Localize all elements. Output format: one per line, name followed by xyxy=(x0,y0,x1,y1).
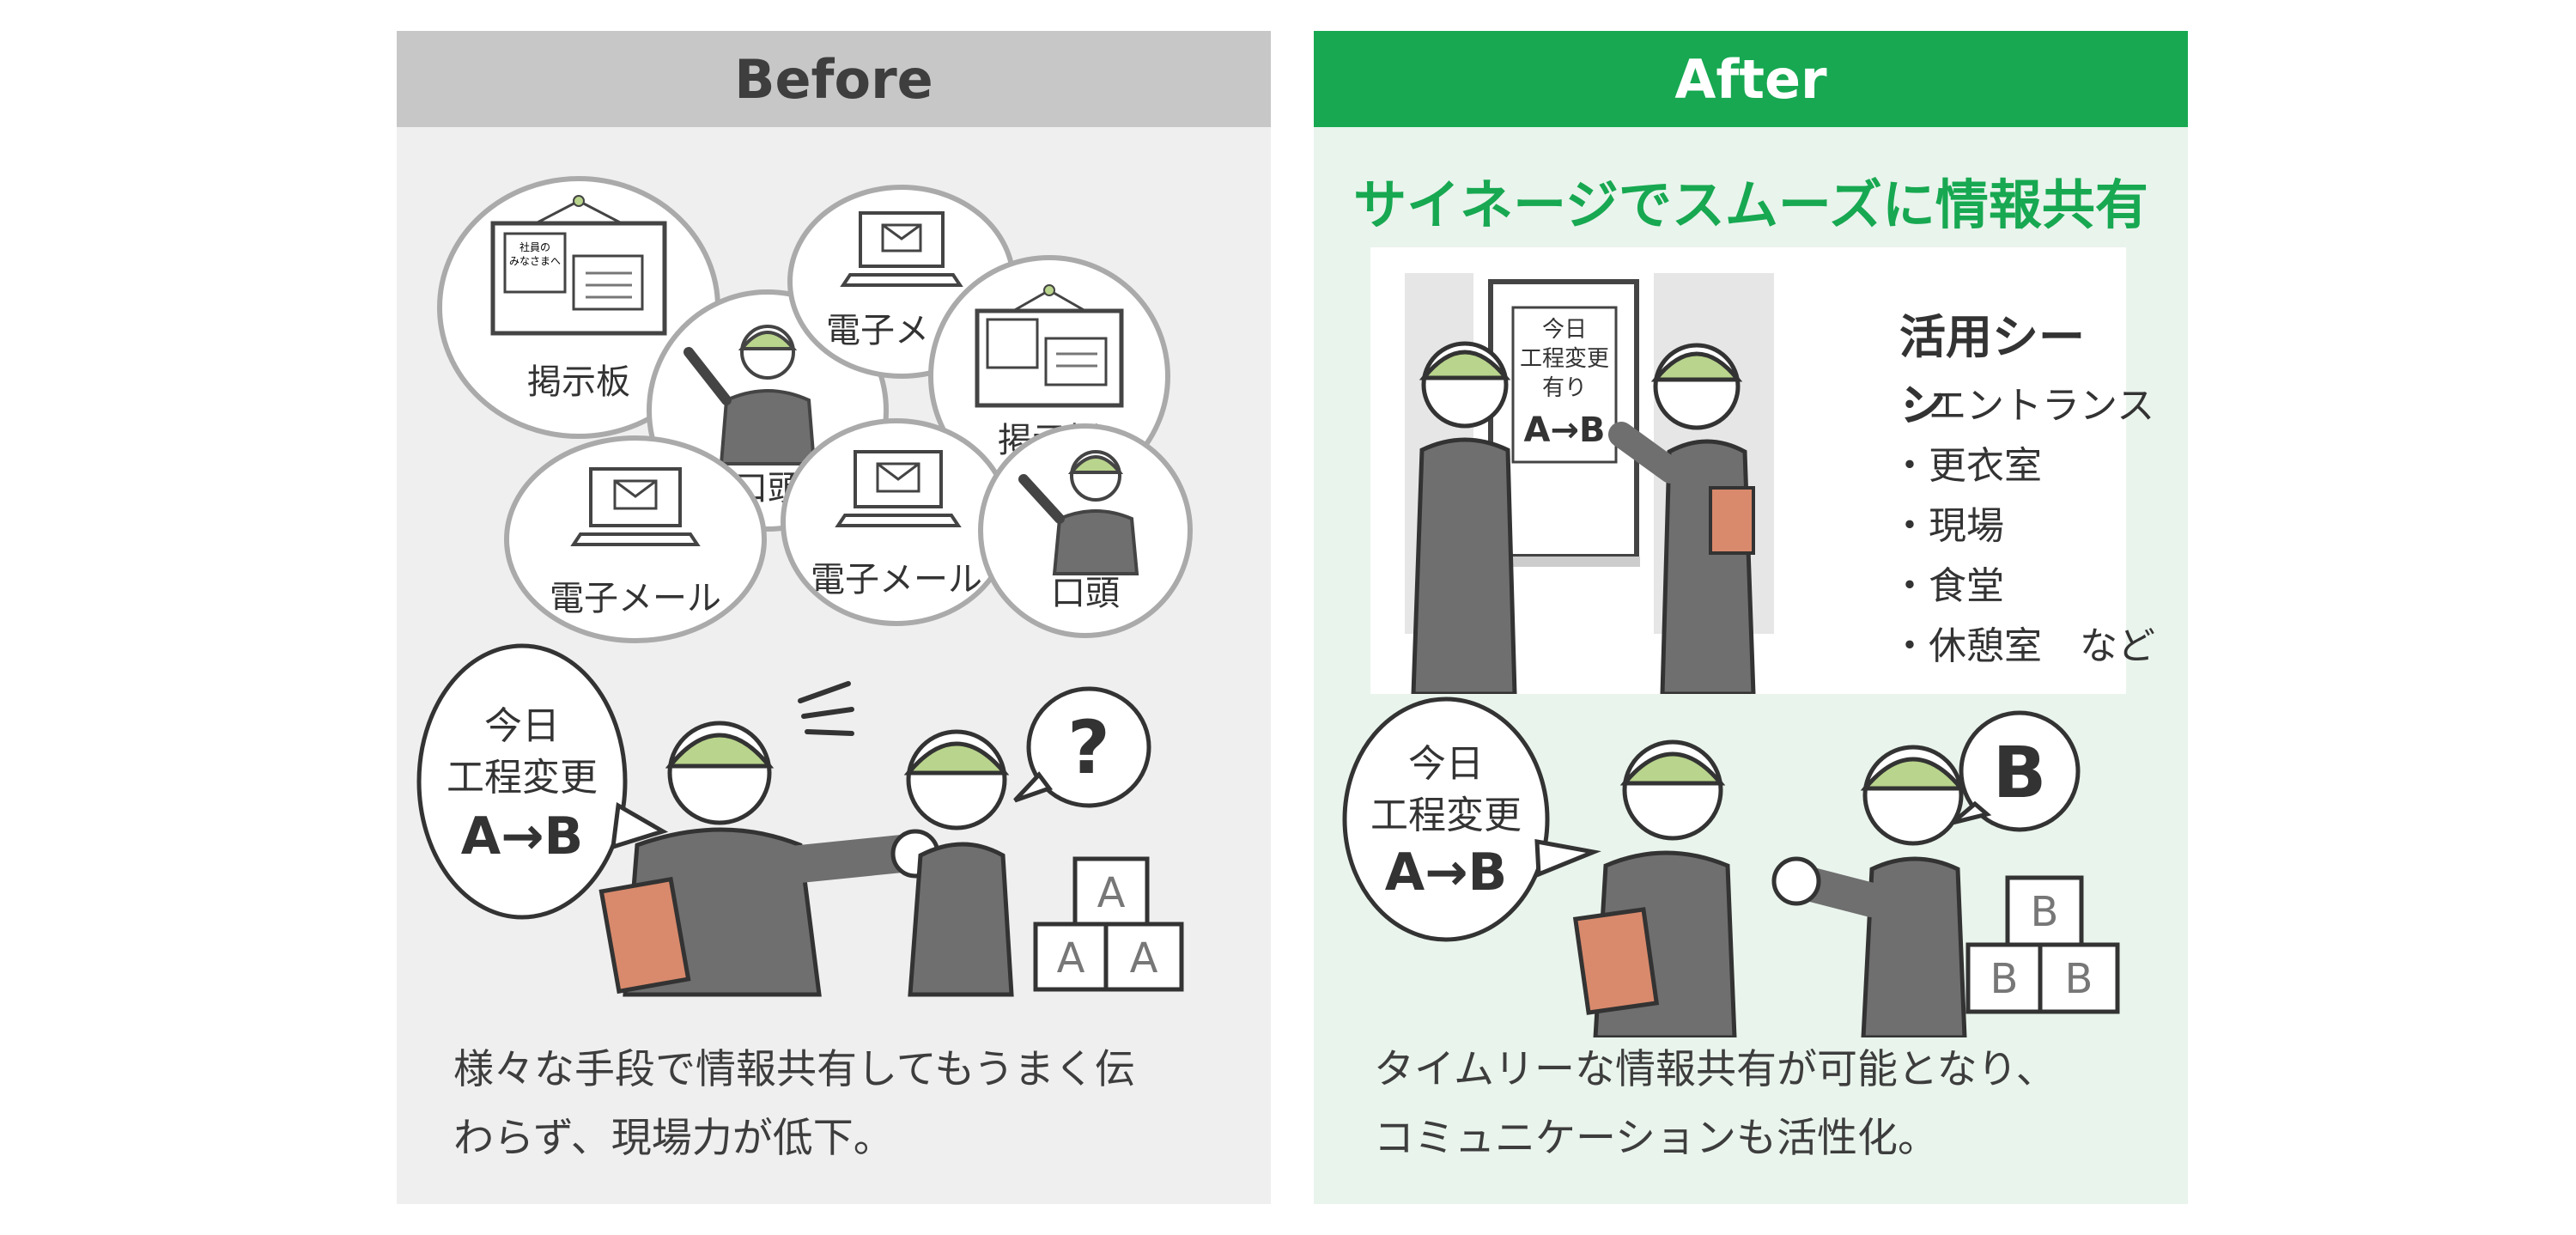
signage-scene: 今日 工程変更 有り A→B 活用シーン ・エントランス ・更衣室 xyxy=(1370,247,2155,694)
laptop-mail-icon xyxy=(570,467,701,546)
usage-title: 活用シーン xyxy=(1899,310,2085,432)
after-caption-line-2: コミュニケーションも活性化。 xyxy=(1374,1115,1939,1162)
bubble-board-1: 社員の みなさまへ 掲示板 xyxy=(437,176,720,439)
label-board-1: 掲示板 xyxy=(527,362,630,402)
usage-item: ・現場 xyxy=(1891,504,2004,548)
before-caption-line-1: 様々な手段で情報共有してもうまく伝 xyxy=(453,1046,1135,1093)
signage-display: 今日 工程変更 有り A→B xyxy=(1487,279,1640,567)
usage-item: ・休憩室 など xyxy=(1891,624,2155,668)
box-letter: A xyxy=(1057,934,1085,983)
worker-viewing xyxy=(1411,341,1517,694)
after-caption: タイムリーな情報共有が可能となり、 コミュニケーションも活性化。 xyxy=(1374,1036,2147,1173)
bulletin-board-icon: 社員の みなさまへ xyxy=(490,195,667,336)
speech-line-1: 今日 xyxy=(484,704,560,748)
worker-pointing-sign xyxy=(1608,343,1756,694)
after-panel: After サイネージでスムーズに情報共有 今日 工程変更 有り A→B xyxy=(1314,31,2188,1204)
signage-line-3: 有り xyxy=(1542,375,1587,401)
worker-icon xyxy=(1018,450,1139,575)
usage-item: ・食堂 xyxy=(1891,564,2004,608)
worker-happy xyxy=(1572,739,1737,1037)
boxes-b: B B B xyxy=(1965,875,2120,1014)
boxes-a: A A A xyxy=(1033,856,1184,992)
after-illustration: 今日 工程変更 A→B B B B xyxy=(1342,697,2120,1037)
before-caption-line-2: わらず、現場力が低下。 xyxy=(453,1115,894,1162)
board-notice-text-1: 社員の xyxy=(519,240,550,253)
speech-line-2: 工程変更 xyxy=(1370,794,1522,837)
box-letter: A xyxy=(1130,934,1158,983)
speech-bubble-after: 今日 工程変更 A→B xyxy=(1342,697,1601,942)
usage-list: ・エントランス ・更衣室 ・現場 ・食堂 ・休憩室 など xyxy=(1891,376,2155,677)
signage-line-1: 今日 xyxy=(1542,317,1587,343)
before-header: Before xyxy=(397,31,1271,127)
after-header: After xyxy=(1314,31,2188,127)
worker-icon xyxy=(683,325,817,465)
thumbs-up-icon xyxy=(1771,856,1821,906)
after-caption-line-1: タイムリーな情報共有が可能となり、 xyxy=(1374,1046,2057,1093)
box-letter: B xyxy=(1990,955,2019,1003)
answer-letter: B xyxy=(1993,733,2047,814)
signage-line-4: A→B xyxy=(1524,411,1606,450)
box-letter: B xyxy=(2031,888,2059,936)
speech-line-3: A→B xyxy=(1385,843,1507,903)
label-mail-2: 電子メール xyxy=(550,579,721,618)
before-caption: 様々な手段で情報共有してもうまく伝 わらず、現場力が低下。 xyxy=(453,1036,1226,1173)
speech-line-2: 工程変更 xyxy=(447,756,598,800)
folder-icon xyxy=(1709,486,1755,555)
bubble-mail-2: 電子メール xyxy=(504,435,767,643)
usage-item: ・エントランス xyxy=(1891,384,2155,428)
folder-icon xyxy=(1572,907,1660,1015)
label-mail-1: 電子メ xyxy=(826,311,929,350)
bubble-oral-2: 口頭 xyxy=(978,423,1193,638)
answer-bubble: B xyxy=(1951,710,2081,832)
signage-illustration: 今日 工程変更 有り A→B xyxy=(1405,273,1774,694)
worker-thumbs-up xyxy=(1771,745,1967,1037)
after-tagline: サイネージでスムーズに情報共有 xyxy=(1353,173,2148,236)
box-letter: B xyxy=(2065,955,2093,1003)
laptop-mail-icon xyxy=(840,211,963,287)
before-illustration: 社員の みなさまへ 掲示板 口頭 xyxy=(416,176,1193,997)
worker-confused xyxy=(903,729,1014,997)
usage-item: ・更衣室 xyxy=(1891,444,2042,488)
before-panel: Before 社員の みなさまへ 掲示板 xyxy=(397,31,1271,1204)
board-notice-text-2: みなさまへ xyxy=(509,255,561,267)
bulletin-board-icon xyxy=(975,284,1124,408)
question-bubble: ? xyxy=(1013,686,1151,808)
speech-line-3: A→B xyxy=(461,806,583,867)
folder-icon xyxy=(598,876,691,995)
question-mark: ? xyxy=(1067,705,1110,791)
speech-bubble-before: 今日 工程変更 A→B xyxy=(416,643,669,920)
bubble-mail-3: 電子メール xyxy=(781,418,1012,626)
label-oral-2: 口頭 xyxy=(1051,574,1120,613)
box-letter: A xyxy=(1097,869,1126,917)
laptop-mail-icon xyxy=(835,450,962,527)
signage-line-2: 工程変更 xyxy=(1520,346,1609,372)
speech-line-1: 今日 xyxy=(1408,742,1484,786)
label-mail-3: 電子メール xyxy=(811,560,982,599)
worker-pointing xyxy=(598,681,940,997)
